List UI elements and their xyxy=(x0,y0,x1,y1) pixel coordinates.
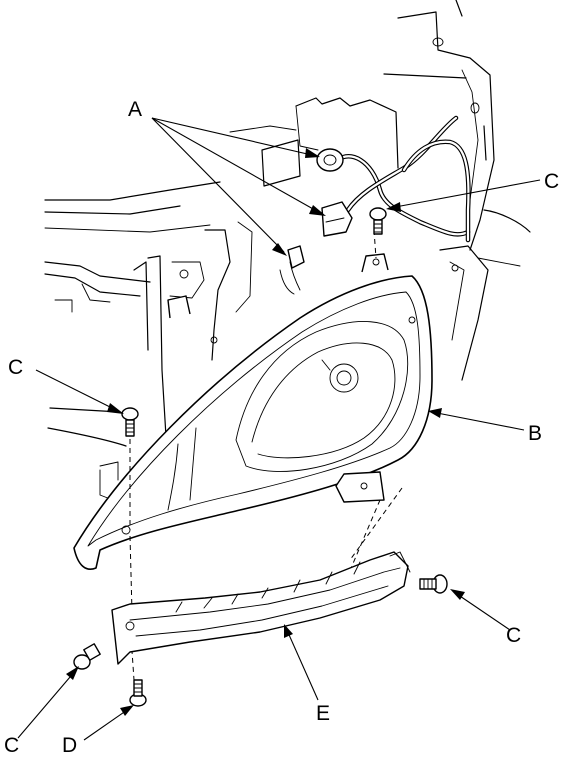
connector-side-marker xyxy=(287,245,305,269)
bolt-bottom-left xyxy=(73,643,101,670)
connector-bulb-socket xyxy=(316,148,344,172)
wiring-harness xyxy=(279,115,471,295)
leader-lines xyxy=(17,117,541,741)
bolt-upper-right xyxy=(369,207,387,235)
headlight-lower-bracket xyxy=(111,551,411,665)
connector-headlight-main xyxy=(321,201,353,237)
vehicle-body-structure xyxy=(44,0,531,503)
callout-a-connectors: A xyxy=(128,98,142,121)
callout-c-upper-bolt: C xyxy=(544,170,559,193)
screw-bottom xyxy=(129,679,147,707)
callout-b-headlight: B xyxy=(528,422,542,445)
bolt-left xyxy=(121,407,139,437)
callout-c-bottom-bolt: C xyxy=(4,734,19,757)
callout-e-bracket: E xyxy=(316,702,330,725)
callout-c-right-bolt: C xyxy=(506,624,521,647)
headlight-assembly xyxy=(73,253,433,570)
callout-c-left-bolt: C xyxy=(8,356,23,379)
callout-d-screw: D xyxy=(62,734,77,757)
bolt-right-lower xyxy=(419,574,448,594)
